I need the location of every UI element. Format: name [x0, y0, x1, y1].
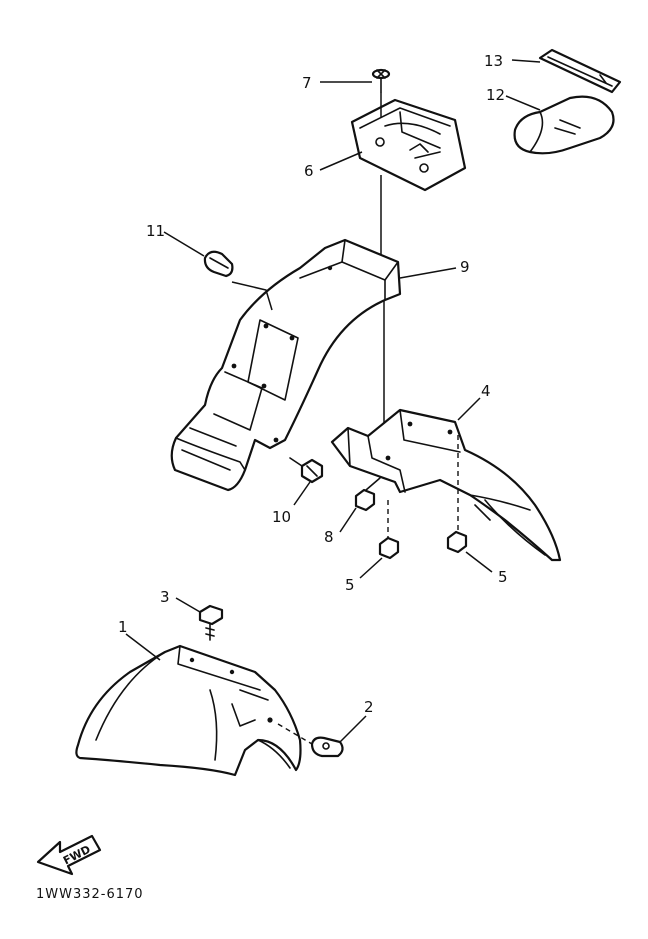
- leader-1: [125, 633, 161, 661]
- part-11-reflector: [203, 250, 234, 278]
- leader-10: [293, 481, 311, 506]
- part-12-cover: [513, 95, 615, 155]
- callout-6: 6: [304, 162, 314, 180]
- leader-5a: [359, 557, 383, 579]
- part-13-band: [538, 48, 622, 94]
- callout-1: 1: [118, 618, 128, 636]
- leader-4: [457, 397, 481, 421]
- callout-5-right: 5: [498, 568, 508, 586]
- part-2-fitting: [277, 723, 344, 758]
- callout-2: 2: [364, 698, 374, 716]
- leader-11: [163, 231, 205, 257]
- part-5-bolt-right: [446, 525, 468, 554]
- callout-9: 9: [460, 258, 470, 276]
- part-9-rear-fender: [170, 238, 402, 492]
- leader-9: [399, 267, 457, 279]
- part-10-bolt: [289, 457, 324, 484]
- part-8-nut: [354, 477, 381, 512]
- part-4-inner-fender: [330, 408, 562, 562]
- part-6-battery-box: [350, 98, 467, 192]
- callout-10: 10: [272, 508, 291, 526]
- leader-3: [175, 597, 201, 613]
- leader-8: [339, 507, 357, 533]
- part-3-screw: [198, 604, 224, 641]
- callout-8: 8: [324, 528, 334, 546]
- leader-12: [505, 95, 541, 111]
- callout-12: 12: [486, 86, 505, 104]
- callout-11: 11: [146, 222, 165, 240]
- leader-6: [319, 151, 363, 171]
- leader-5b: [465, 551, 493, 573]
- leader-11b: [231, 281, 273, 311]
- forward-arrow-icon: FWD: [36, 834, 102, 876]
- part-1-front-fender: [75, 644, 302, 777]
- leader-2: [339, 715, 367, 743]
- callout-4: 4: [481, 382, 491, 400]
- leader-13: [511, 59, 541, 63]
- callout-3: 3: [160, 588, 170, 606]
- diagram-code: 1WW332-6170: [36, 887, 144, 902]
- part-5-bolt-left: [378, 500, 400, 560]
- part-7-screw: [371, 68, 391, 93]
- callout-7: 7: [302, 74, 312, 92]
- callout-13: 13: [484, 52, 503, 70]
- callout-5-left: 5: [345, 576, 355, 594]
